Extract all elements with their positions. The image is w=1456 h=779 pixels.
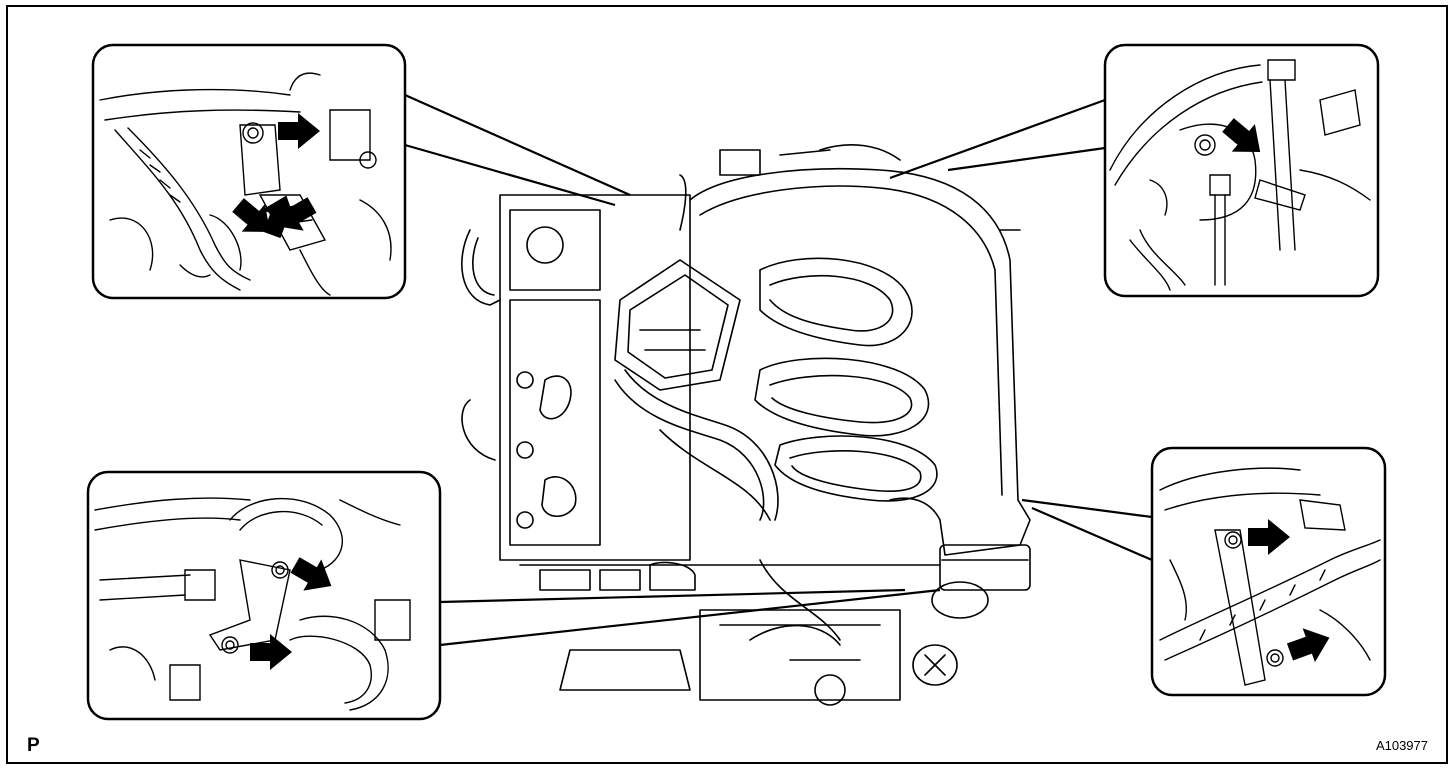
callout-top-right [1103, 43, 1380, 298]
leader-line-bottom-right-a [1021, 498, 1153, 519]
callout-bottom-right [1150, 446, 1387, 697]
engine-main-view [461, 144, 1031, 706]
leader-line-top-right-b [947, 146, 1106, 172]
section-code-label: P [27, 735, 40, 756]
leader-line-bottom-right-b [1031, 506, 1153, 562]
callout-bottom-left [86, 470, 442, 721]
figure-id-label: A103977 [1375, 738, 1428, 753]
leader-line-bottom-left-a [439, 588, 906, 604]
callout-top-left [91, 43, 407, 300]
leader-line-top-left-b [404, 143, 616, 207]
leader-line-top-right-a [889, 98, 1106, 180]
figure-frame [6, 5, 1448, 764]
leader-lines [404, 93, 1153, 647]
leader-line-top-left-a [404, 93, 631, 197]
leader-line-bottom-left-b [439, 588, 941, 647]
